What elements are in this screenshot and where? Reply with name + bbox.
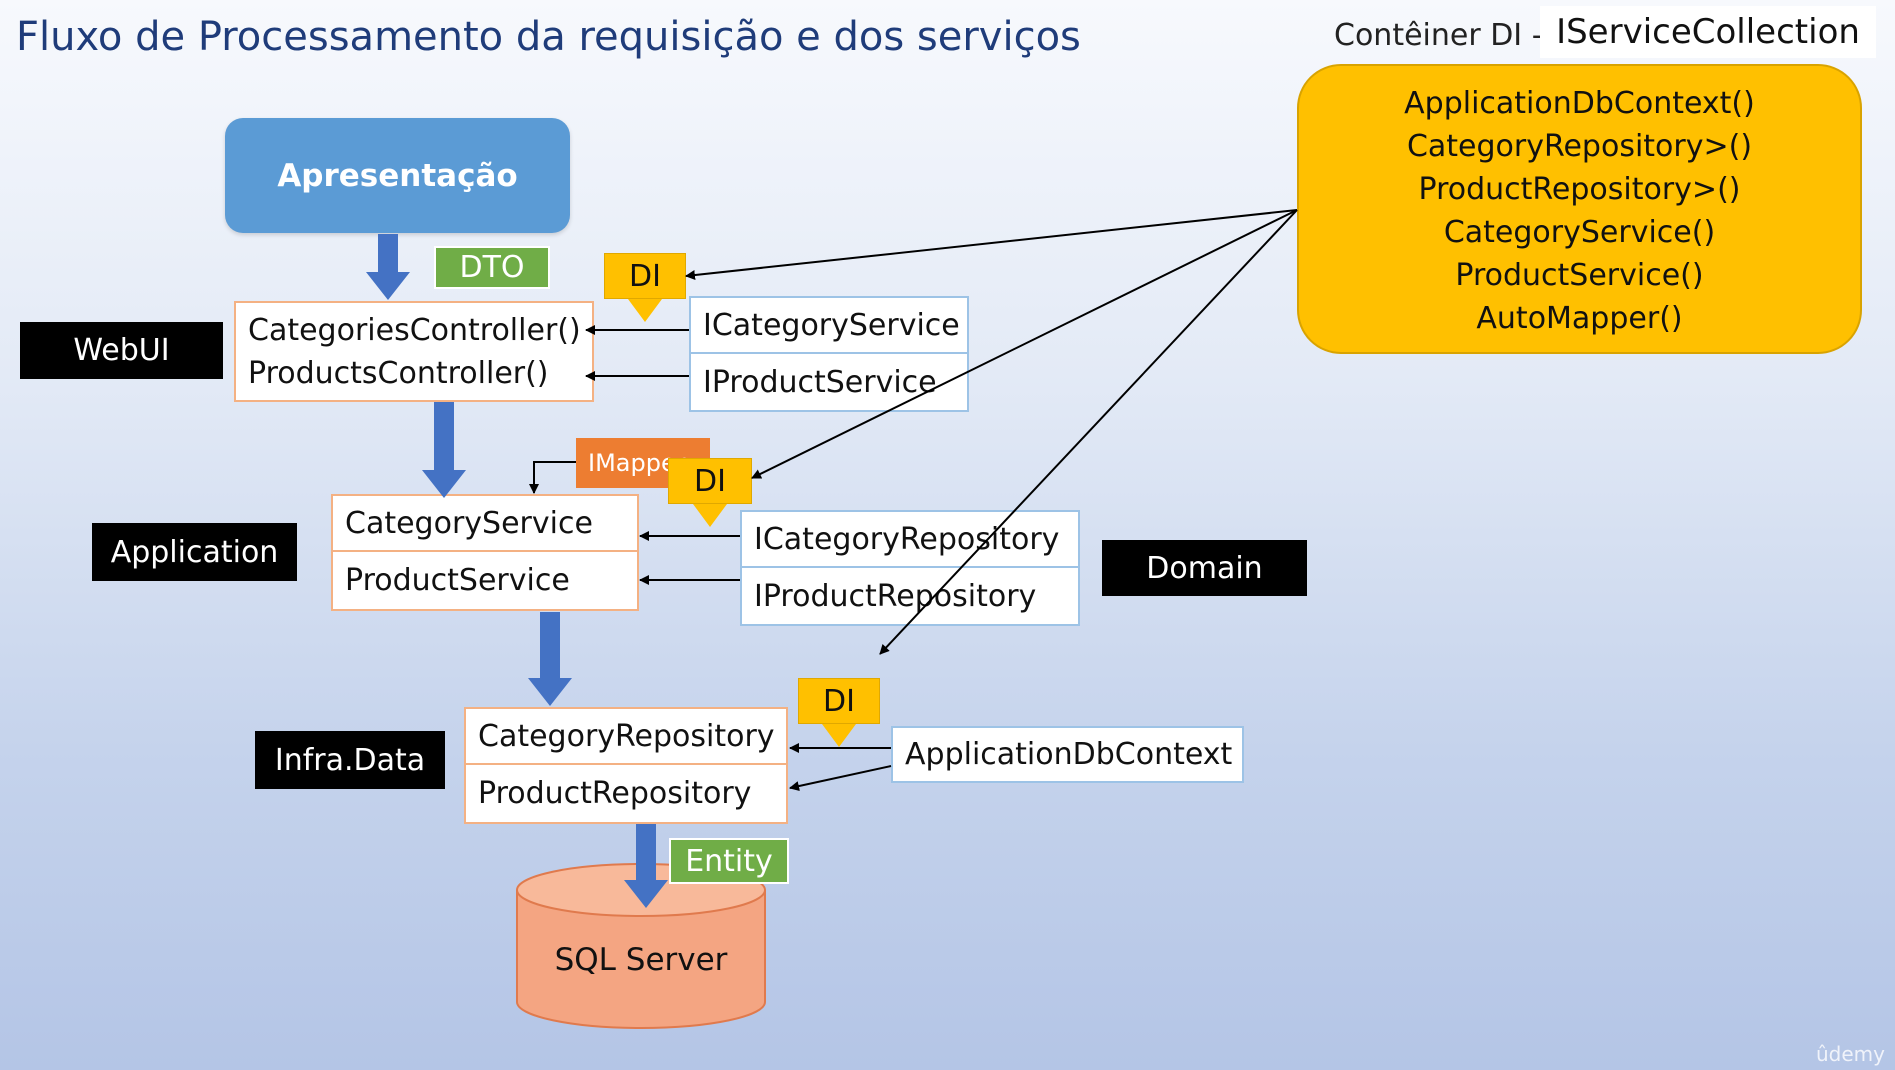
arrow-imapper — [529, 461, 576, 494]
layer-label-application: Application — [92, 523, 297, 581]
di-container-box: ApplicationDbContext() CategoryRepositor… — [1297, 64, 1862, 354]
container-item-dbcontext: ApplicationDbContext() — [1404, 86, 1755, 121]
iproductservice-interface: IProductService — [703, 364, 937, 400]
dto-tag: DTO — [434, 246, 550, 289]
layer-label-domain: Domain — [1102, 540, 1307, 596]
container-item-automapper: AutoMapper() — [1476, 301, 1683, 336]
repository-interfaces-box: ICategoryRepository IProductRepository — [740, 510, 1080, 626]
presentation-box: Apresentação — [225, 118, 570, 233]
product-service: ProductService — [345, 562, 570, 598]
flow-arrow-infra-database — [624, 824, 668, 908]
webui-controllers-box: CategoriesController() ProductsControlle… — [234, 301, 594, 402]
container-item-product-service: ProductService() — [1455, 258, 1704, 293]
di-badge-application: DI — [668, 458, 752, 504]
icategoryservice-interface: ICategoryService — [691, 298, 967, 354]
service-interfaces-box: ICategoryService IProductService — [689, 296, 969, 412]
database-label: SQL Server — [554, 942, 728, 978]
page-title: Fluxo de Processamento da requisição e d… — [16, 14, 1081, 60]
arrow-dbcontext-product — [789, 765, 892, 791]
dbcontext-box: ApplicationDbContext — [891, 726, 1244, 783]
flow-arrow-presentation-webui — [366, 234, 410, 300]
categories-controller: CategoriesController() — [248, 312, 581, 348]
di-badge-infra: DI — [798, 678, 880, 724]
container-item-product-repository: ProductRepository>() — [1418, 172, 1741, 207]
di-container-label: Contêiner DI - — [1334, 18, 1543, 53]
udemy-watermark: ûdemy — [1816, 1042, 1885, 1066]
di-badge-webui-pointer — [628, 299, 662, 322]
dbcontext-label: ApplicationDbContext — [905, 737, 1233, 772]
layer-label-infra-data: Infra.Data — [255, 731, 445, 789]
application-services-box: CategoryService ProductService — [331, 494, 639, 611]
di-badge-infra-pointer — [822, 724, 856, 747]
service-collection-label: IServiceCollection — [1540, 6, 1876, 58]
inject-arrow-webui — [685, 209, 1298, 281]
di-badge-application-pointer — [693, 504, 727, 527]
infra-repositories-box: CategoryRepository ProductRepository — [464, 707, 788, 824]
category-service: CategoryService — [333, 496, 637, 552]
entity-tag: Entity — [669, 838, 789, 884]
category-repository: CategoryRepository — [466, 709, 786, 765]
icategoryrepository-interface: ICategoryRepository — [742, 512, 1078, 568]
flow-arrow-application-infra — [528, 612, 572, 706]
product-repository: ProductRepository — [478, 775, 752, 811]
products-controller: ProductsController() — [248, 355, 549, 391]
container-item-category-service: CategoryService() — [1443, 215, 1716, 250]
container-item-category-repository: CategoryRepository>() — [1406, 129, 1753, 164]
iproductrepository-interface: IProductRepository — [754, 578, 1037, 614]
flow-arrow-webui-application — [422, 402, 466, 498]
layer-label-webui: WebUI — [20, 322, 223, 379]
di-badge-webui: DI — [604, 253, 686, 299]
